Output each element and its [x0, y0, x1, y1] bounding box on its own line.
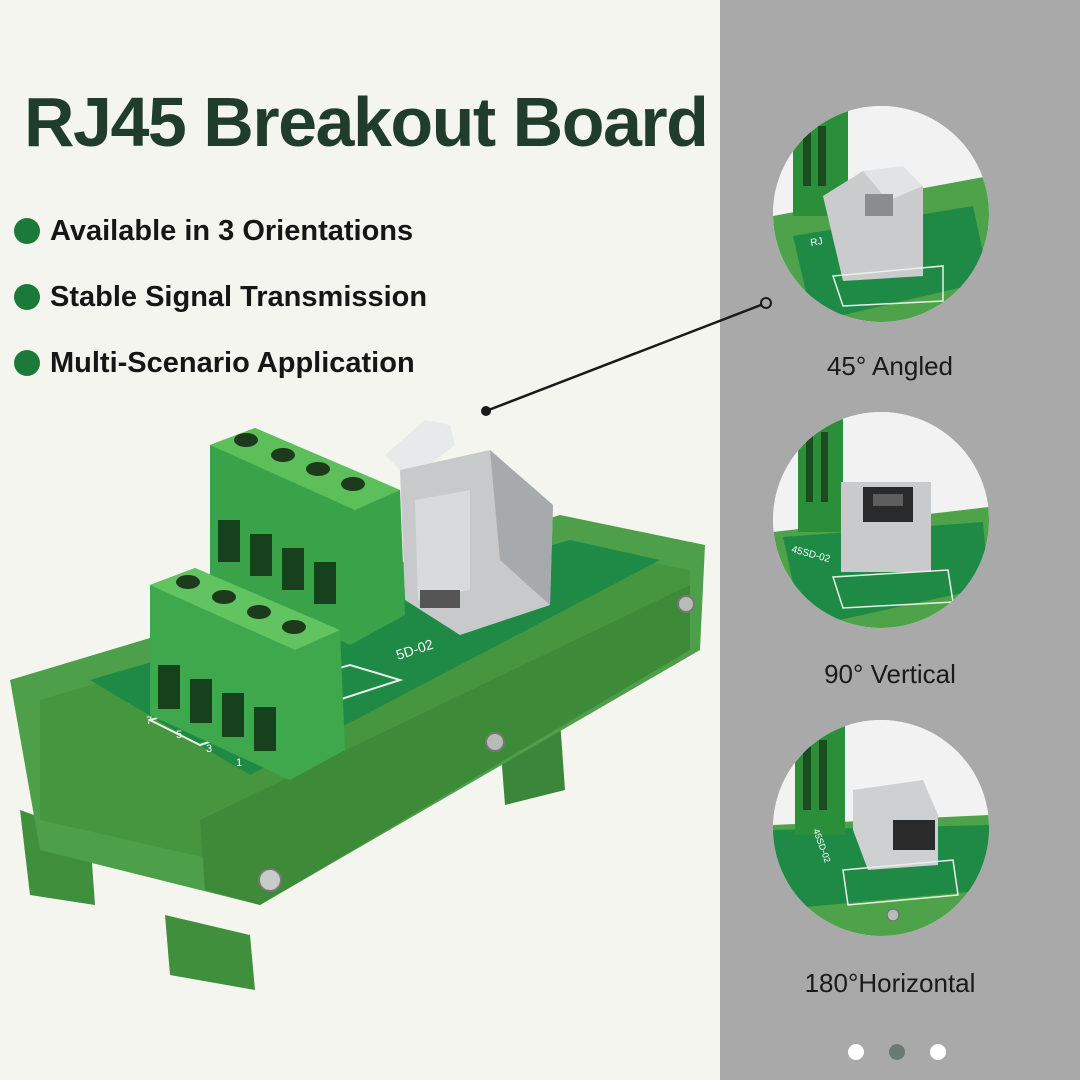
feature-text: Stable Signal Transmission [50, 280, 428, 313]
thumbnail-180-horizontal: 45SD-02 [773, 720, 989, 936]
terminal-slot [803, 740, 811, 810]
pointer-line [485, 301, 767, 413]
carousel-indicator [848, 1044, 971, 1060]
housing-front-wall [200, 585, 690, 905]
page-title: RJ45 Breakout Board [24, 83, 709, 161]
bullet-dot-icon [14, 350, 40, 376]
pointer-dot-end [760, 297, 772, 309]
thumbnail-90-vertical: 45SD-02 [773, 412, 989, 628]
screw-icon [258, 868, 282, 892]
silkscreen-outline [831, 265, 944, 307]
screw-hole-icon [234, 433, 258, 447]
bullet-dot-icon [14, 284, 40, 310]
pin-label: 1 [236, 757, 242, 769]
carousel-dot-2[interactable] [889, 1044, 905, 1060]
feature-list: Available in 3 Orientations Stable Signa… [14, 205, 427, 403]
wire-port [218, 520, 240, 562]
terminal-slot [819, 740, 827, 810]
pin-label: 3 [206, 743, 212, 755]
orientation-label-90: 90° Vertical [824, 659, 956, 689]
screw-hole-icon [176, 575, 200, 589]
wire-port [190, 679, 212, 723]
screw-hole-icon [341, 477, 365, 491]
thumbnail-45-angled: RJ [773, 106, 989, 322]
board-silkscreen-text: RJ [810, 236, 824, 249]
silkscreen-outline [842, 859, 959, 906]
orientation-label-45: 45° Angled [826, 351, 954, 381]
carousel-dot-1[interactable] [848, 1044, 864, 1060]
feature-item: Multi-Scenario Application [14, 337, 427, 389]
rj45-port-opening [865, 194, 893, 216]
screw-hole-icon [306, 462, 330, 476]
rj45-port-opening [893, 820, 935, 850]
wire-port [250, 534, 272, 576]
terminal-slot [821, 432, 828, 502]
wire-port [314, 562, 336, 604]
screw-hole-icon [212, 590, 236, 604]
rj45-jack-face [415, 490, 470, 600]
screw-hole-icon [282, 620, 306, 634]
wire-port [282, 548, 304, 590]
vertical-connector-image: 45SD-02 [773, 412, 989, 628]
carousel-dot-3[interactable] [930, 1044, 946, 1060]
wire-port [222, 693, 244, 737]
angled-connector-image: RJ [773, 106, 989, 322]
rj45-jack-top [385, 420, 455, 480]
wire-port [254, 707, 276, 751]
feature-item: Stable Signal Transmission [14, 271, 427, 323]
rj45-contacts [873, 494, 903, 506]
pin-label: 7 [146, 715, 152, 727]
din-foot [165, 915, 255, 990]
rj45-jack [823, 171, 923, 281]
screw-icon [677, 595, 695, 613]
wire-port [158, 665, 180, 709]
rj45-pins [420, 590, 460, 608]
horizontal-connector-image: 45SD-02 [773, 720, 989, 936]
screw-hole-icon [247, 605, 271, 619]
terminal-slot [803, 126, 811, 186]
feature-text: Available in 3 Orientations [50, 214, 414, 247]
product-image-rj45-breakout-board: 7 5 3 1 5D-02 [10, 420, 705, 990]
pin-label: 5 [176, 729, 182, 741]
pointer-dot-start [481, 406, 491, 416]
screw-icon [886, 908, 900, 922]
screw-icon [485, 732, 505, 752]
orientation-label-180: 180°Horizontal [804, 968, 976, 998]
bullet-dot-icon [14, 218, 40, 244]
terminal-slot [806, 432, 813, 502]
rj45-jack-side [490, 450, 553, 605]
rj45-jack-top [863, 166, 923, 201]
feature-item: Available in 3 Orientations [14, 205, 427, 257]
screw-hole-icon [271, 448, 295, 462]
terminal-slot [818, 126, 826, 186]
pcb-board [783, 522, 989, 628]
feature-text: Multi-Scenario Application [50, 346, 415, 379]
